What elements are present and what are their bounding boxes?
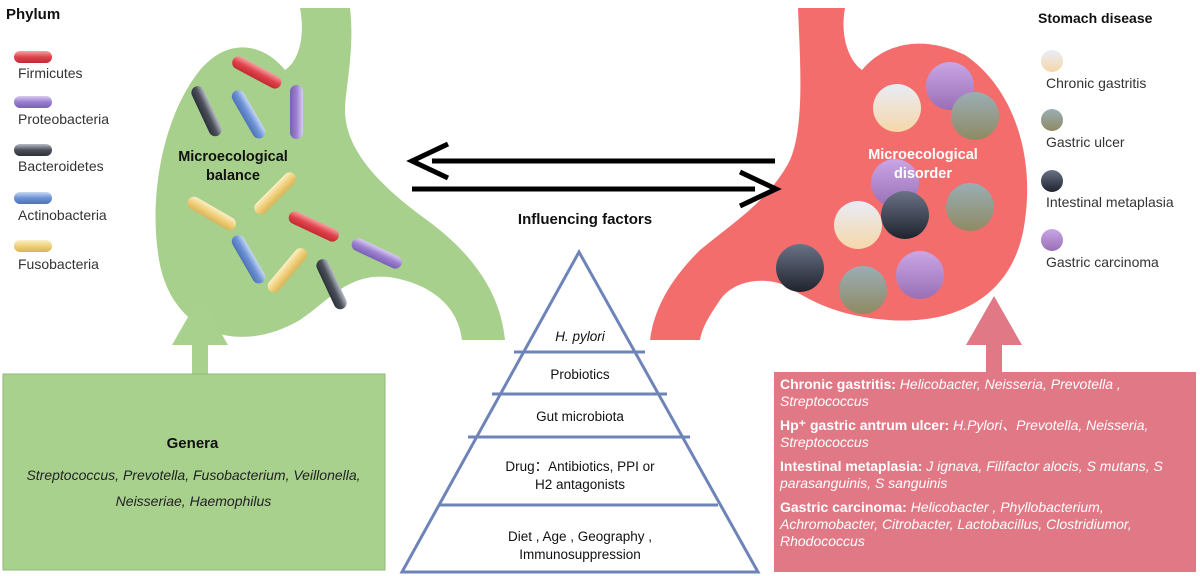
bacterium-fusobacteria <box>254 172 297 215</box>
bacterium-fusobacteria <box>267 248 308 293</box>
legend-label-gastric-ulcer: Gastric ulcer <box>1046 134 1125 150</box>
bacterium-proteobacteria <box>351 238 402 269</box>
left-stomach-label: Microecological balance <box>168 148 298 186</box>
disease-genera: J ignava, Filifactor alocis, S mutans, S… <box>780 458 1163 491</box>
pyramid-level-h-pylori: H. pylori <box>555 329 605 344</box>
legend-icon-gastric-ulcer <box>1041 109 1063 131</box>
pyramid-level-diet-line1: Diet , Age , Geography , <box>507 529 653 544</box>
legend-icon-firmicutes <box>14 51 52 63</box>
disease-name: Gastric carcinoma: <box>780 499 907 515</box>
bacterium-actinobacteria <box>231 234 266 284</box>
bacterium-bacteroidetes <box>316 259 347 310</box>
pyramid-level-drug-line2: H2 antagonists <box>534 477 626 492</box>
legend-label-chronic-gastritis: Chronic gastritis <box>1046 75 1147 91</box>
disease-name: Chronic gastritis: <box>780 376 896 392</box>
bacterium-actinobacteria <box>231 89 266 139</box>
influencing-factors-label: Influencing factors <box>517 211 653 228</box>
legend-icon-chronic-gastritis <box>1041 50 1063 72</box>
legend-label-bacteroidetes: Bacteroidetes <box>18 158 104 174</box>
factors-pyramid <box>399 248 761 574</box>
sphere-gastric-carcinoma <box>896 251 944 299</box>
disease-item-gastric-antrum-ulcer: Hp⁺ gastric antrum ulcer: H.Pylori、Prevo… <box>780 417 1190 451</box>
right-stomach-label-line2: disorder <box>893 166 952 182</box>
left-up-arrow <box>172 296 228 380</box>
right-stomach-spheres <box>776 62 999 314</box>
bacterium-proteobacteria <box>290 85 303 139</box>
legend-label-proteobacteria: Proteobacteria <box>18 111 110 127</box>
left-stomach-label-line1: Microecological <box>178 149 288 165</box>
legend-icon-gastric-carcinoma <box>1041 229 1063 251</box>
phylum-title: Phylum <box>6 6 61 23</box>
genera-list: Streptococcus, Prevotella, Fusobacterium… <box>6 462 381 514</box>
disease-name: Intestinal metaplasia: <box>780 458 923 474</box>
left-stomach-bacteria <box>187 56 402 310</box>
bacterium-bacteroidetes <box>191 86 222 137</box>
legend-label-firmicutes: Firmicutes <box>18 65 83 81</box>
disease-item-chronic-gastritis: Chronic gastritis: Helicobacter, Neisser… <box>780 376 1190 410</box>
legend-icon-intestinal-metaplasia <box>1041 170 1063 192</box>
sphere-chronic-gastritis <box>834 201 882 249</box>
legend-icon-actinobacteria <box>14 192 52 204</box>
genera-box <box>2 373 386 571</box>
bacterium-firmicutes <box>232 56 282 89</box>
pyramid-level-drug-line1: Drug：Antibiotics, PPI or <box>505 459 655 474</box>
legend-label-fusobacteria: Fusobacteria <box>18 256 99 272</box>
pyramid-level-diet-line2: Immunosuppression <box>519 547 641 562</box>
sphere-intestinal-metaplasia <box>776 244 824 292</box>
disease-genera: Helicobacter, Neisseria, Prevotella , St… <box>780 376 1121 409</box>
disease-item-intestinal-metaplasia: Intestinal metaplasia: J ignava, Filifac… <box>780 458 1190 492</box>
genera-list-line2: Neisseriae, Haemophilus <box>115 493 272 509</box>
sphere-chronic-gastritis <box>873 84 921 132</box>
disease-legend-icons <box>1041 50 1063 251</box>
bidirectional-arrows <box>406 141 782 209</box>
sphere-intestinal-metaplasia <box>881 191 929 239</box>
right-stomach-label: Microecological disorder <box>858 146 988 184</box>
sphere-gastric-ulcer <box>839 266 887 314</box>
legend-icon-proteobacteria <box>14 96 52 108</box>
left-stomach-label-line2: balance <box>206 168 260 184</box>
pyramid-level-diet: Diet , Age , Geography , Immunosuppressi… <box>440 528 720 564</box>
disease-genera: Helicobacter , Phyllobacterium, Achromob… <box>780 499 1132 549</box>
pyramid-level-gut-microbiota: Gut microbiota <box>536 409 624 424</box>
legend-label-actinobacteria: Actinobacteria <box>18 207 107 223</box>
legend-label-gastric-carcinoma: Gastric carcinoma <box>1046 254 1159 270</box>
bacterium-fusobacteria <box>187 196 237 231</box>
disease-genera-box <box>774 372 1196 572</box>
right-up-arrow <box>966 296 1022 377</box>
pyramid-level-drug: Drug：Antibiotics, PPI or H2 antagonists <box>470 458 690 494</box>
phylum-legend-icons <box>14 51 52 252</box>
disease-genera: H.Pylori、Prevotella, Neisseria, Streptoc… <box>780 417 1149 450</box>
stomach-disease-title: Stomach disease <box>1038 10 1153 26</box>
genera-list-line1: Streptococcus, Prevotella, Fusobacterium… <box>26 467 361 483</box>
legend-icon-fusobacteria <box>14 240 52 252</box>
bacterium-firmicutes <box>288 211 339 242</box>
legend-label-intestinal-metaplasia: Intestinal metaplasia <box>1046 194 1174 210</box>
disease-genera-list: Chronic gastritis: Helicobacter, Neisser… <box>780 376 1190 557</box>
right-stomach-label-line1: Microecological <box>868 147 978 163</box>
sphere-gastric-ulcer <box>946 183 994 231</box>
pyramid-level-probiotics: Probiotics <box>550 367 610 382</box>
sphere-gastric-ulcer <box>951 92 999 140</box>
disease-name: Hp⁺ gastric antrum ulcer: <box>780 417 950 433</box>
disease-item-gastric-carcinoma: Gastric carcinoma: Helicobacter , Phyllo… <box>780 499 1190 550</box>
genera-title: Genera <box>166 435 219 452</box>
legend-icon-bacteroidetes <box>14 144 52 156</box>
